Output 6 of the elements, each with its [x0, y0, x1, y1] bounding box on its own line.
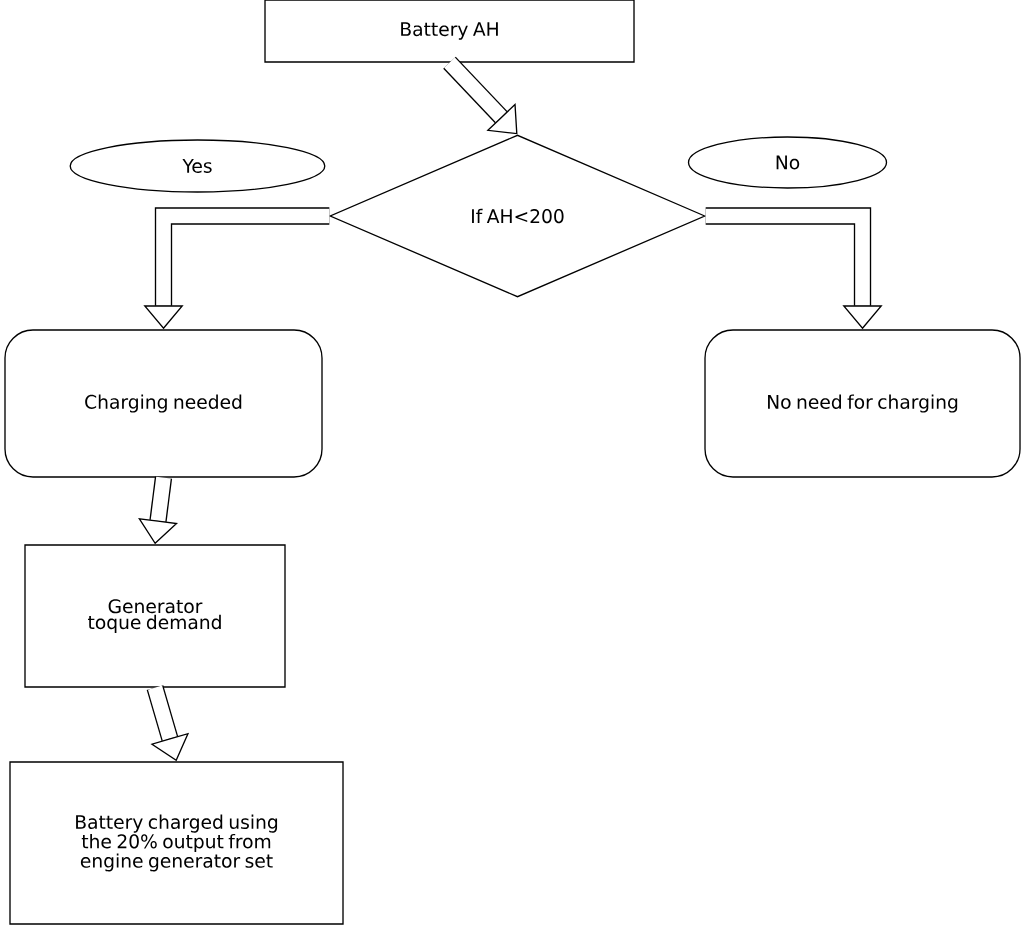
process-box: Battery charged using the 20% output from engine generator set: [9, 761, 344, 925]
process-box: Generator toque demand: [24, 544, 286, 688]
block-arrow: [443, 56, 518, 135]
process-box: Battery AH: [264, 0, 635, 63]
process-box: No need for charging: [704, 329, 1021, 478]
process-box: Charging needed: [4, 329, 323, 478]
